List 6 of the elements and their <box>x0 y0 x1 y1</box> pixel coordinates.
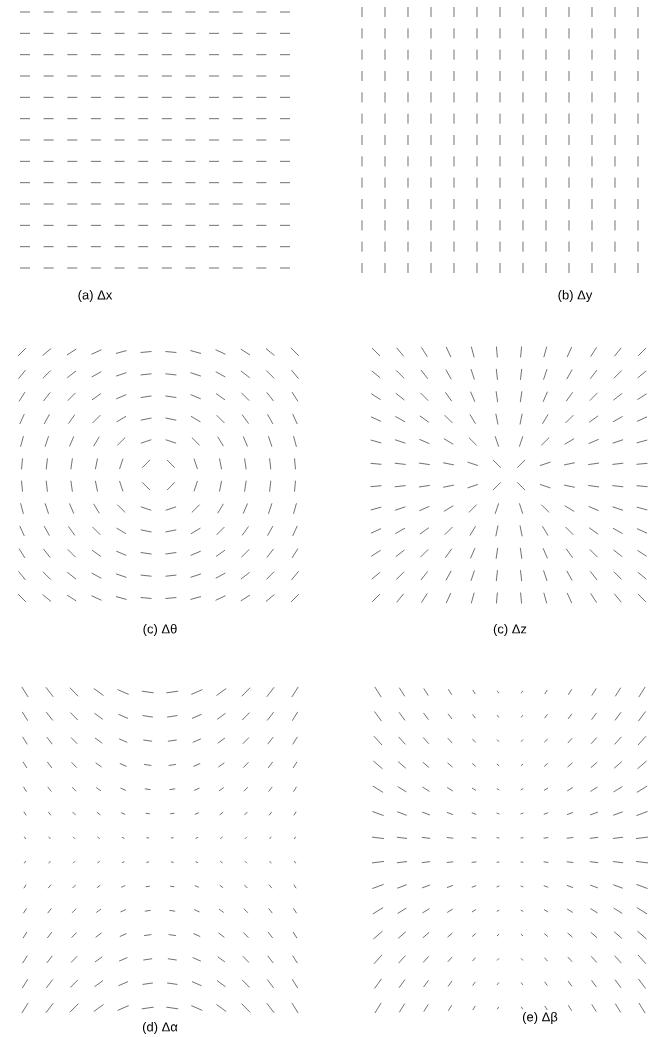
caption: (c) Δθ <box>143 623 177 637</box>
caption: (d) Δα <box>142 1021 178 1035</box>
caption: (a) Δx <box>78 289 113 303</box>
caption: (c) Δz <box>493 623 527 637</box>
caption: (e) Δβ <box>522 1011 558 1025</box>
caption: (b) Δy <box>558 289 593 303</box>
